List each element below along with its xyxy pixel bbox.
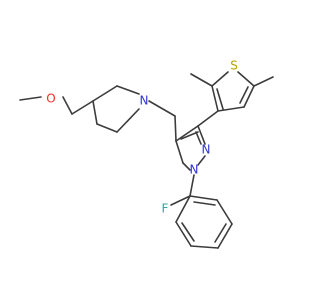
atom-labels: O N N N S F	[46, 59, 238, 216]
bond	[189, 195, 218, 201]
bond	[116, 85, 140, 95]
bond	[253, 76, 274, 87]
bond	[193, 201, 216, 206]
atom-label-nitrogen-piperidine: N	[140, 94, 149, 108]
bond	[182, 162, 191, 171]
bond	[239, 86, 249, 104]
bond	[174, 115, 177, 142]
bond	[96, 123, 118, 133]
bond	[19, 96, 42, 101]
bond	[116, 108, 140, 133]
bond	[216, 88, 224, 110]
bond	[217, 106, 245, 112]
bond	[170, 195, 191, 206]
bond	[175, 195, 191, 223]
bond	[92, 100, 98, 125]
atom-label-sulfur: S	[230, 59, 238, 73]
bond	[237, 71, 255, 87]
bond	[243, 85, 255, 108]
bond	[197, 125, 206, 145]
bond	[197, 155, 206, 166]
bond	[211, 85, 219, 112]
bond	[217, 223, 233, 249]
bond	[175, 125, 199, 142]
bond	[197, 110, 219, 127]
bond	[148, 100, 176, 117]
bond	[211, 71, 229, 87]
bond	[190, 245, 219, 249]
bond	[71, 100, 94, 115]
bond	[175, 140, 184, 164]
bond	[189, 174, 195, 197]
bond	[180, 131, 199, 140]
atom-label-nitrogen-pyrazole-2: N	[202, 143, 211, 157]
atom-label-fluorine: F	[162, 202, 169, 216]
atom-label-oxygen: O	[46, 92, 55, 106]
bonds-fluorophenyl	[170, 174, 233, 249]
bond	[62, 96, 73, 115]
bond	[190, 73, 213, 87]
bond	[216, 199, 233, 225]
bonds-pyrazole	[174, 115, 206, 171]
bond	[92, 85, 118, 102]
bond	[195, 131, 202, 145]
bonds-thiophene	[190, 71, 274, 127]
bonds-piperidine	[19, 85, 176, 133]
molecule-structure-diagram: O N N N S F	[19, 59, 274, 249]
bond	[214, 223, 227, 243]
bond	[175, 221, 192, 247]
atom-label-nitrogen-pyrazole-1: N	[190, 163, 199, 177]
bond	[181, 222, 195, 242]
